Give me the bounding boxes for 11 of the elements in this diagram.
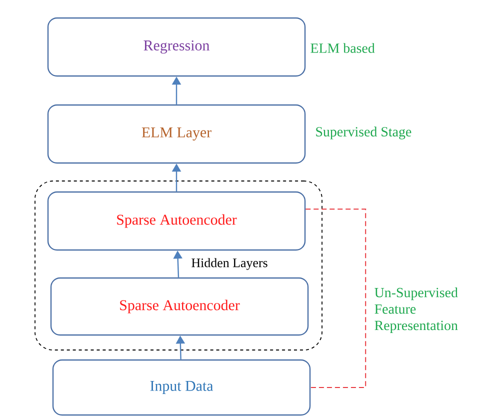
side-note: Supervised Stage [316, 126, 412, 140]
layer-box: Input Data [52, 359, 311, 416]
side-note: ELM based [310, 43, 375, 53]
group-outline [34, 180, 322, 350]
layer-box: Regression [47, 17, 306, 77]
encoder-box: Sparse Autoencoder [50, 277, 309, 336]
encoder-box: Sparse Autoencoder [47, 191, 306, 251]
layer-box: ELM Layer [47, 104, 306, 164]
edge-label: Hidden Layers [190, 257, 269, 271]
bracket-line [305, 208, 366, 388]
edge-label: Un-Supervised Feature Representation [374, 287, 458, 333]
